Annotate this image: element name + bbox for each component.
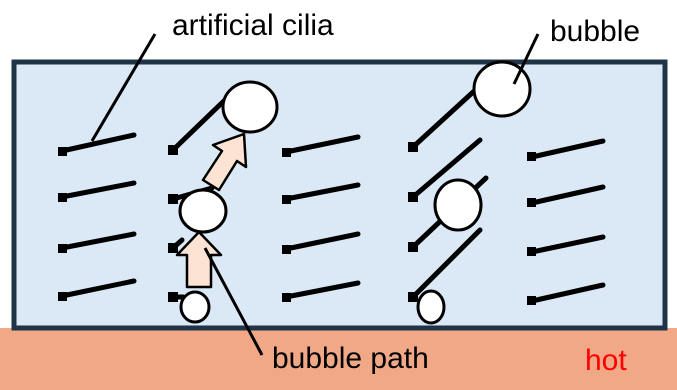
cilium bbox=[282, 134, 361, 157]
bubble-label: bubble bbox=[550, 15, 640, 48]
cilium bbox=[527, 234, 606, 256]
bubble bbox=[179, 290, 211, 324]
cilium bbox=[168, 292, 186, 302]
bubbles bbox=[178, 60, 532, 325]
cilium bbox=[168, 94, 231, 155]
leader-lines bbox=[90, 33, 540, 356]
up-arrow-icon bbox=[175, 230, 223, 289]
bubble-path-leader-line bbox=[203, 247, 264, 356]
cilium bbox=[527, 282, 606, 305]
cilium bbox=[408, 137, 483, 202]
cilium bbox=[408, 227, 483, 302]
cilium bbox=[527, 184, 606, 207]
bubble bbox=[178, 188, 228, 234]
cilia-leader-line bbox=[90, 33, 157, 142]
cilium bbox=[58, 278, 137, 301]
cilia-column-5 bbox=[527, 138, 606, 305]
bubble bbox=[433, 178, 483, 232]
cilium bbox=[58, 132, 137, 156]
bubble bbox=[472, 60, 532, 118]
bubble bbox=[416, 289, 446, 325]
artificial-cilia-label: artificial cilia bbox=[172, 9, 334, 42]
cilium bbox=[282, 182, 361, 204]
cilia-column-3 bbox=[282, 134, 361, 302]
cilium bbox=[527, 138, 606, 161]
bubble-leader-line bbox=[512, 33, 540, 85]
bubble-path-label: bubble path bbox=[272, 342, 429, 375]
cilium bbox=[282, 280, 361, 302]
hot-layer bbox=[0, 328, 677, 390]
cilia-column-1 bbox=[58, 132, 137, 301]
cilium bbox=[168, 237, 185, 253]
cilium bbox=[282, 231, 361, 254]
bubble-path-arrows bbox=[175, 132, 248, 289]
hot-label: hot bbox=[585, 344, 627, 377]
cilium bbox=[58, 180, 137, 202]
bubble bbox=[221, 80, 279, 134]
cilium bbox=[58, 231, 137, 253]
up-right-arrow-icon bbox=[201, 132, 248, 192]
